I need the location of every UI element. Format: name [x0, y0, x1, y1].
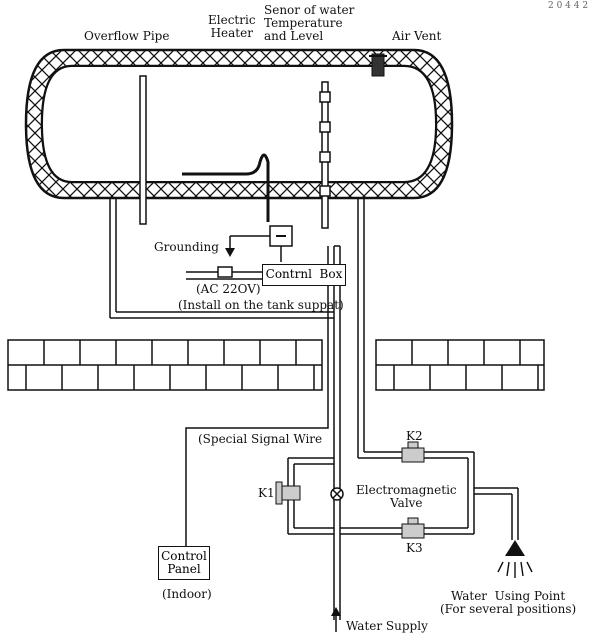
- brick-wall-right: [375, 339, 545, 391]
- valve-k3: [401, 517, 425, 539]
- brick-wall-left: [7, 339, 323, 391]
- valve-k2: [401, 441, 425, 463]
- ac-plug: [217, 266, 233, 278]
- electromagnetic-valve-label: Electromagnetic Valve: [356, 483, 457, 510]
- air-vent: [371, 53, 385, 77]
- air-vent-label: Air Vent: [392, 29, 442, 43]
- signal-wire: [185, 246, 329, 548]
- control-box: Contrnl Box: [262, 264, 346, 286]
- water-supply-arrow: [331, 607, 341, 632]
- k2-label: K2: [406, 429, 423, 443]
- overflow-pipe: [139, 75, 147, 225]
- tank-inner: [40, 65, 438, 183]
- signal-wire-label: (Special Signal Wire: [198, 432, 323, 446]
- install-note-label: (Install on the tank suppat): [178, 298, 344, 312]
- k3-label: K3: [406, 541, 423, 555]
- indoor-label: (Indoor): [162, 587, 212, 601]
- electric-heater-label: Electric Heater: [208, 13, 256, 40]
- k1-label: K1: [258, 486, 275, 500]
- water-using-point-label: Water Using Point (For several positions…: [440, 589, 577, 616]
- water-pipes: [109, 198, 519, 620]
- grounding-label: Grounding: [154, 240, 219, 254]
- water-supply-label: Water Supply: [346, 619, 428, 633]
- brick-joints: [25, 340, 539, 390]
- corner-text: 2 0 4 4 2: [548, 1, 589, 11]
- sensor-label: Senor of water Temperature and Level: [264, 3, 355, 43]
- valve-k1: [275, 481, 301, 505]
- electric-heater: [182, 153, 270, 222]
- overflow-pipe-label: Overflow Pipe: [84, 29, 170, 43]
- grounding-arrow: [225, 248, 235, 257]
- shower-head-icon: [497, 540, 533, 578]
- control-panel: Control Panel: [158, 546, 210, 580]
- ac-power-label: (AC 22OV): [196, 282, 261, 296]
- electromagnetic-valve: [330, 487, 344, 501]
